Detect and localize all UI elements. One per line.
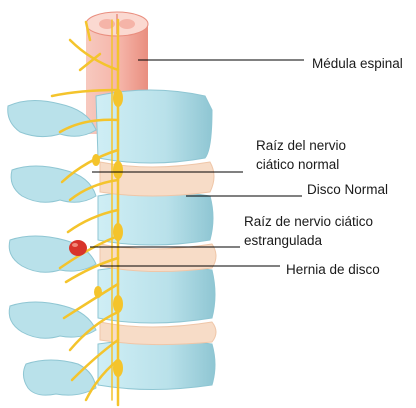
label-raiz-estrangulada-line-1: Raíz de nervio ciático	[244, 212, 373, 231]
label-raiz-estrangulada-line-2: estrangulada	[244, 231, 373, 250]
hernia-marker	[69, 240, 87, 256]
label-hernia-disco: Hernia de disco	[286, 260, 380, 279]
label-medula-espinal: Médula espinal	[312, 54, 403, 73]
label-disco-normal: Disco Normal	[307, 180, 388, 199]
label-raiz-nervio-normal: Raíz del nervio ciático normal	[256, 136, 346, 174]
label-raiz-normal-line-2: ciático normal	[256, 155, 346, 174]
label-raiz-normal-line-1: Raíz del nervio	[256, 136, 346, 155]
label-raiz-estrangulada: Raíz de nervio ciático estrangulada	[244, 212, 373, 250]
